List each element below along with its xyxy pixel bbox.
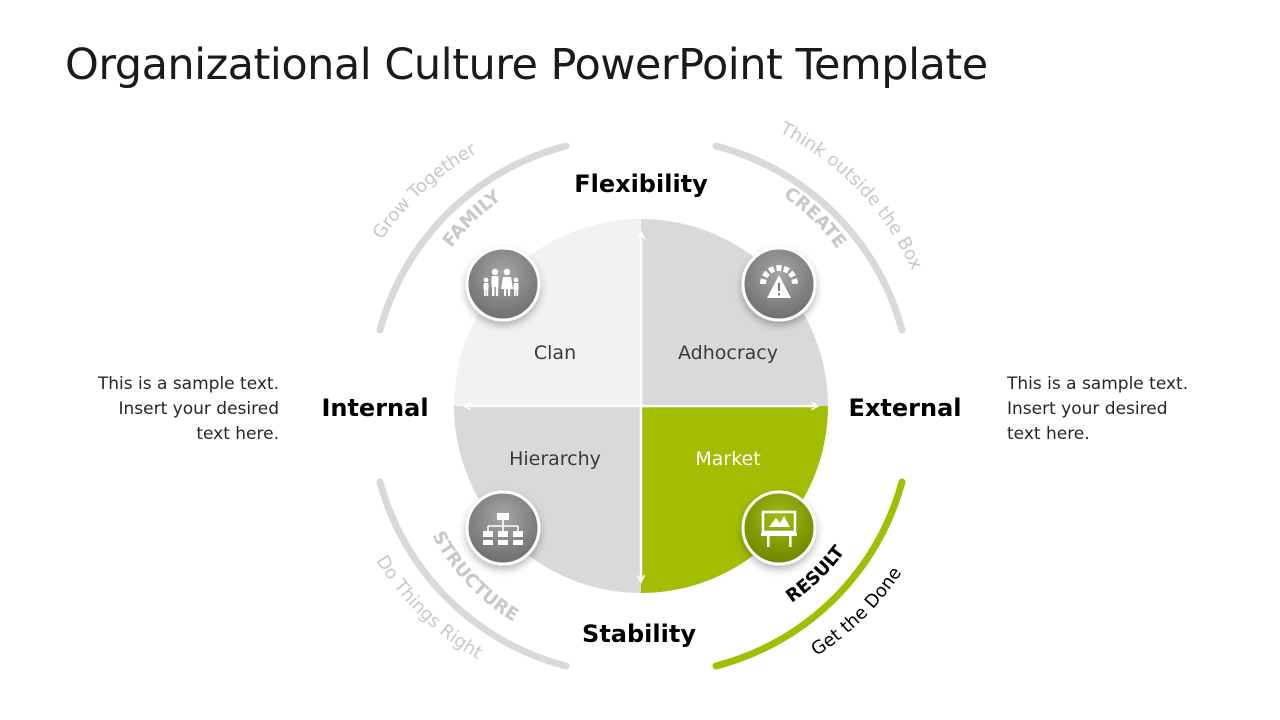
quadrant-label-hierarchy: Hierarchy — [509, 448, 601, 470]
family-icon — [465, 246, 541, 322]
right-description-line: This is a sample text. — [1007, 374, 1189, 394]
left-description-line: Insert your desired — [118, 399, 280, 419]
axis-label-external: External — [849, 394, 962, 422]
quadrant-label-adhocracy: Adhocracy — [678, 342, 778, 364]
quadrant-market — [641, 406, 828, 593]
arc-structure — [376, 478, 570, 670]
axis-label-flexibility: Flexibility — [574, 170, 708, 198]
arc-create — [712, 142, 906, 334]
left-description: This is a sample text. Insert your desir… — [85, 372, 279, 447]
billboard-icon — [741, 490, 817, 566]
arc-result — [712, 478, 906, 670]
create-icon — [741, 246, 817, 322]
axis-label-internal: Internal — [321, 394, 428, 422]
quadrant-hierarchy — [454, 406, 641, 593]
quadrant-adhocracy — [641, 219, 828, 406]
right-description-line: Insert your desired — [1007, 399, 1168, 419]
arc-family — [376, 142, 570, 334]
page-title: Organizational Culture PowerPoint Templa… — [65, 40, 988, 90]
org-chart-icon — [465, 490, 541, 566]
left-description-line: This is a sample text. — [97, 374, 279, 394]
axis-label-stability: Stability — [582, 620, 696, 648]
quadrant-clan — [454, 219, 641, 406]
quadrant-label-clan: Clan — [534, 342, 576, 364]
right-description: This is a sample text. Insert your desir… — [1007, 372, 1207, 447]
quadrant-label-market: Market — [695, 448, 760, 470]
left-description-line: text here. — [196, 424, 279, 444]
right-description-line: text here. — [1007, 424, 1090, 444]
